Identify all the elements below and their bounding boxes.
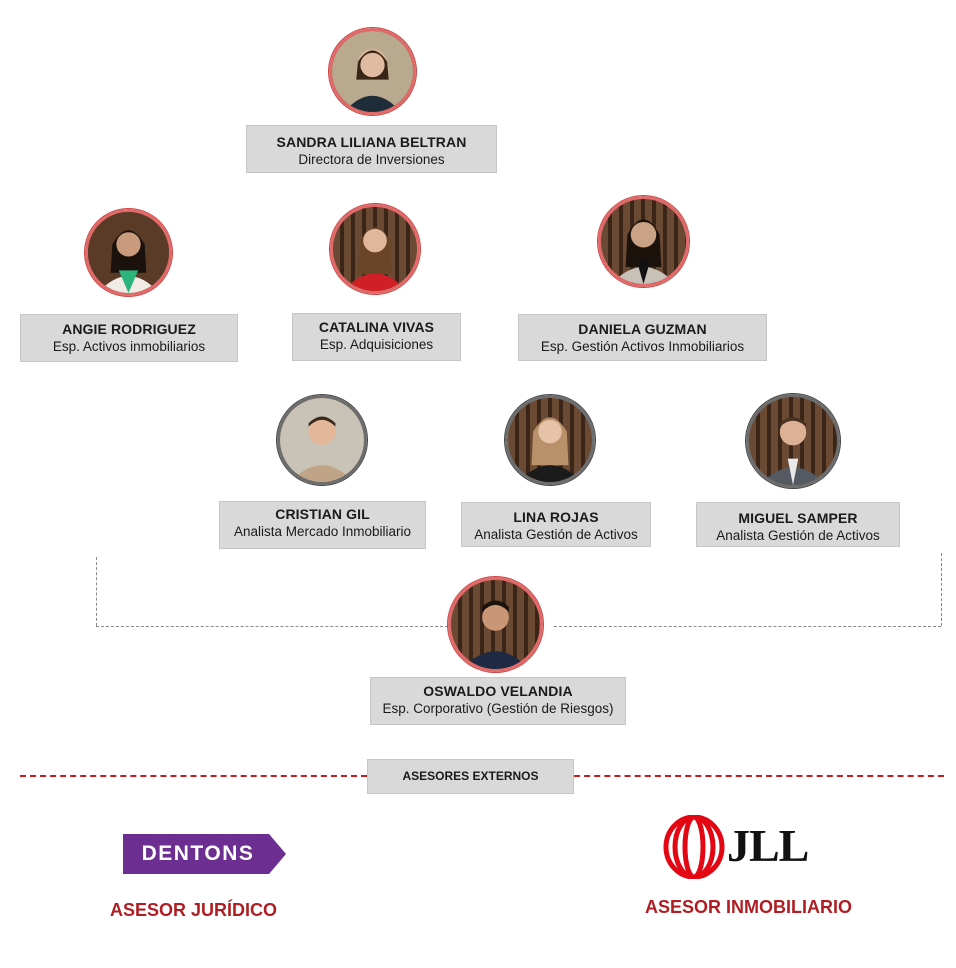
- avatar-catalina: [330, 204, 420, 294]
- avatar-cristian: [277, 395, 367, 485]
- jll-logo: JLL: [663, 814, 809, 880]
- person-role: Esp. Activos inmobiliarios: [52, 339, 206, 354]
- avatar-angie: [85, 209, 172, 296]
- person-role: Analista Mercado Inmobiliario: [233, 524, 412, 539]
- card-cristian: CRISTIAN GIL Analista Mercado Inmobiliar…: [219, 501, 426, 549]
- card-angie: ANGIE RODRIGUEZ Esp. Activos inmobiliari…: [20, 314, 238, 362]
- person-name: CRISTIAN GIL: [275, 506, 370, 522]
- jll-rings-icon: [663, 814, 725, 880]
- jll-logo-text: JLL: [727, 820, 809, 871]
- card-oswaldo: OSWALDO VELANDIA Esp. Corporativo (Gesti…: [370, 677, 626, 725]
- person-role: Esp. Gestión Activos Inmobiliarios: [540, 339, 745, 354]
- avatar-lina: [505, 395, 595, 485]
- person-name: CATALINA VIVAS: [318, 319, 435, 335]
- person-role: Esp. Adquisiciones: [319, 337, 434, 352]
- avatar-oswaldo: [448, 577, 543, 672]
- person-name: LINA ROJAS: [513, 509, 599, 525]
- person-role: Directora de Inversiones: [298, 152, 445, 167]
- person-name: DANIELA GUZMAN: [578, 321, 707, 337]
- avatar-sandra: [329, 28, 416, 115]
- person-name: OSWALDO VELANDIA: [423, 683, 573, 699]
- person-name: SANDRA LILIANA BELTRAN: [276, 134, 467, 150]
- connector-left-vertical: [96, 557, 97, 626]
- avatar-miguel: [746, 394, 840, 488]
- connector-right-vertical: [941, 553, 942, 626]
- separator-right: [574, 775, 944, 777]
- connector-left-horizontal: [96, 626, 448, 627]
- dentons-logo: DENTONS: [123, 834, 286, 874]
- separator-left: [20, 775, 367, 777]
- avatar-daniela: [598, 196, 689, 287]
- card-miguel: MIGUEL SAMPER Analista Gestión de Activo…: [696, 502, 900, 547]
- person-name: ANGIE RODRIGUEZ: [62, 321, 196, 337]
- person-role: Analista Gestión de Activos: [716, 528, 880, 543]
- person-name: MIGUEL SAMPER: [738, 510, 858, 526]
- card-catalina: CATALINA VIVAS Esp. Adquisiciones: [292, 313, 461, 361]
- person-role: Analista Gestión de Activos: [474, 527, 638, 542]
- advisor-label-real-estate: ASESOR INMOBILIARIO: [645, 897, 853, 917]
- card-sandra: SANDRA LILIANA BELTRAN Directora de Inve…: [246, 125, 497, 173]
- dentons-shape-icon: [123, 834, 286, 874]
- person-role: Esp. Corporativo (Gestión de Riesgos): [382, 701, 614, 716]
- dentons-logo-text: DENTONS: [141, 842, 255, 865]
- card-daniela: DANIELA GUZMAN Esp. Gestión Activos Inmo…: [518, 314, 767, 361]
- external-advisors-label: ASESORES EXTERNOS: [367, 759, 574, 794]
- connector-right-horizontal: [554, 626, 941, 627]
- advisor-label-legal: ASESOR JURÍDICO: [110, 900, 278, 920]
- card-lina: LINA ROJAS Analista Gestión de Activos: [461, 502, 651, 547]
